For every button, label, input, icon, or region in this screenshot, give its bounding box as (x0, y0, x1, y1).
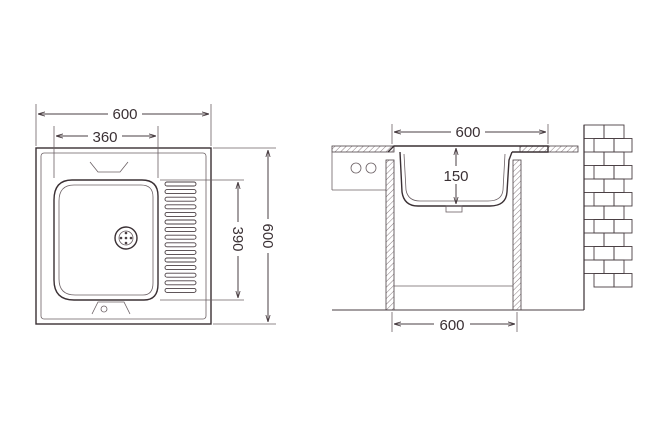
brick (583, 205, 605, 220)
brick-wall (583, 124, 633, 310)
brick (613, 219, 633, 234)
drainboard-rib (164, 234, 197, 240)
drainboard-rib (164, 242, 197, 248)
brick (603, 232, 625, 247)
drainboard-rib (164, 249, 197, 255)
dim-total-length-label: 600 (259, 223, 276, 248)
dim-bowl-width-label: 360 (92, 129, 117, 146)
brick (593, 219, 615, 234)
drainboard-rib (164, 181, 197, 187)
pipe-left-icon (350, 162, 362, 174)
drainboard-ribs (164, 181, 197, 293)
drainboard-rib (164, 287, 197, 293)
countertop-left (331, 145, 395, 153)
brick (603, 205, 625, 220)
sink-outer-frame (35, 147, 212, 325)
cabinet-right-wall (512, 159, 522, 311)
bowl-inner-outline (58, 184, 154, 296)
drainboard-rib (164, 265, 197, 271)
brick (583, 259, 605, 274)
drain-outlet (445, 205, 463, 213)
drainboard-rib (164, 196, 197, 202)
brick (583, 178, 605, 193)
sink-bowl-profile (399, 151, 513, 207)
side-view: 600 150 600 (331, 122, 633, 334)
brick (593, 273, 615, 288)
dim-bowl-depth-label: 150 (443, 168, 468, 185)
dim-bowl-length-label: 390 (229, 226, 246, 251)
brick (583, 124, 605, 139)
dim-countertop-width-label: 600 (455, 124, 480, 141)
top-view: 600 360 390 600 (35, 104, 278, 325)
brick (583, 232, 605, 247)
bowl-outline (53, 179, 159, 301)
drain-icon (114, 226, 138, 250)
drainboard-rib (164, 211, 197, 217)
brick (593, 246, 615, 261)
bottom-overflow-notch (91, 301, 131, 315)
brick (603, 151, 625, 166)
drainboard-rib (164, 272, 197, 278)
pipe-right-icon (365, 162, 377, 174)
brick (603, 124, 625, 139)
brick (613, 246, 633, 261)
dim-total-width-label: 600 (112, 106, 137, 123)
brick (603, 259, 625, 274)
brick (613, 138, 633, 153)
brick (603, 178, 625, 193)
countertop-right (519, 145, 579, 153)
overflow-hole (100, 305, 108, 313)
brick (613, 192, 633, 207)
brick (593, 192, 615, 207)
drainboard-rib (164, 189, 197, 195)
brick (613, 165, 633, 180)
top-lip-notch (89, 161, 129, 173)
sink-inner-frame (40, 152, 207, 320)
brick (613, 273, 633, 288)
brick (593, 138, 615, 153)
drainboard-rib (164, 204, 197, 210)
drainboard-rib (164, 219, 197, 225)
sink-rim-profile (387, 145, 549, 153)
brick (593, 165, 615, 180)
dim-cabinet-width-label: 600 (439, 317, 464, 334)
drainboard-rib (164, 257, 197, 263)
drainboard-rib (164, 280, 197, 286)
brick (583, 151, 605, 166)
drainboard-rib (164, 227, 197, 233)
cabinet-left-wall (385, 159, 395, 311)
